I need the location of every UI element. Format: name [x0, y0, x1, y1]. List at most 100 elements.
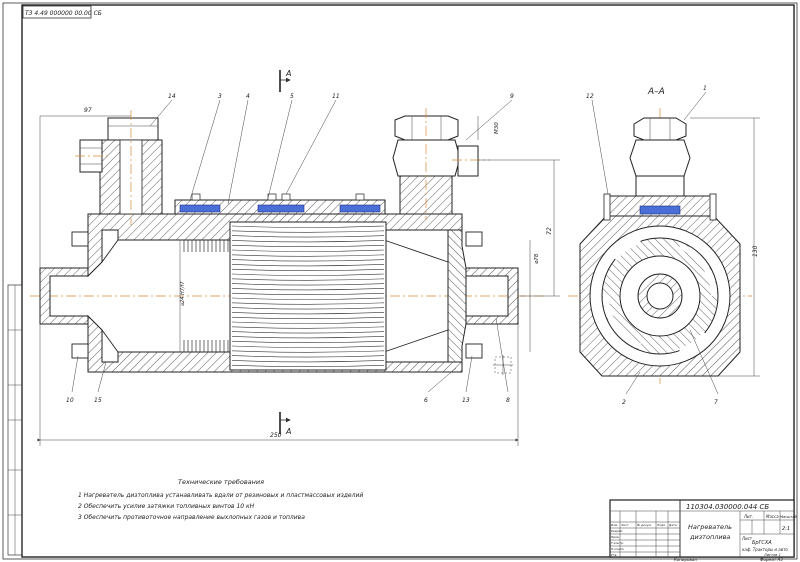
callout-12: 12	[586, 93, 594, 100]
core-fin	[231, 360, 385, 363]
role-tcontrol: Т.контр.	[611, 541, 624, 545]
core-fin	[231, 225, 385, 228]
gasket-1	[179, 204, 221, 213]
doc-number: 110304.030000.044 СБ	[686, 503, 769, 511]
note-2: 2 Обеспечить усилие затяжки топливных ви…	[78, 503, 255, 510]
core-fin	[231, 244, 385, 247]
front-dimensions: 250 97 72 М30 ⌀78 ⌀24 Н7/f7	[37, 107, 560, 446]
core-fin	[231, 278, 385, 281]
core-fin	[231, 336, 385, 339]
technical-notes: Технические требования 1 Нагреватель диз…	[78, 478, 363, 521]
product-name-line1: Нагреватель	[688, 523, 732, 531]
title-block: 110304.030000.044 СБ Нагреватель дизтопл…	[609, 499, 797, 558]
callout-10: 10	[66, 397, 74, 404]
copied-label: Копировал	[674, 557, 697, 562]
core-fin	[231, 312, 385, 315]
dim-diameter-mid: ⌀78	[534, 253, 540, 264]
side-bolts	[71, 231, 483, 359]
callout-14: 14	[168, 93, 176, 100]
org-line2: каф. Тракторы и авто	[742, 547, 788, 552]
callout-13: 13	[462, 397, 470, 404]
role-list: Лист	[620, 523, 629, 527]
left-fitting	[75, 110, 163, 225]
role-doc: № докум.	[636, 523, 652, 527]
inner-cone-left	[101, 239, 119, 353]
core-fin	[231, 254, 385, 257]
callout-2: 2	[622, 399, 626, 406]
core-fin	[231, 302, 385, 305]
role-date: Дата	[668, 523, 677, 527]
callout-15: 15	[94, 397, 102, 404]
core-fin	[231, 283, 385, 286]
stamp-text: ТЗ 4.49 000000 00.00 СБ	[25, 10, 102, 17]
role-check: Пров.	[611, 535, 620, 539]
core-fin	[231, 326, 385, 329]
section-mark-top: А	[285, 69, 291, 78]
dim-height-right: 130	[752, 245, 759, 257]
side-view: А–А 130	[568, 87, 760, 384]
core-fin	[231, 321, 385, 324]
callout-8: 8	[506, 397, 510, 404]
role-ncontrol: Н.контр.	[611, 547, 624, 551]
dim-overall-length: 250	[270, 432, 282, 439]
core-fin	[231, 288, 385, 291]
inner-cone-right	[383, 239, 449, 353]
callout-11: 11	[332, 93, 340, 100]
core-fin	[231, 235, 385, 238]
core-fin	[231, 292, 385, 295]
note-3: 3 Обеспечить противоточное направление в…	[78, 514, 305, 521]
callout-7: 7	[714, 399, 718, 406]
callout-5: 5	[290, 93, 294, 100]
wall-fins-top	[183, 240, 229, 252]
right-end-cap	[447, 229, 467, 363]
callout-numbers: 14 3 4 5 11 9 12 1 10 15 6 13 8 2 7	[66, 85, 718, 406]
format-label: Формат А3	[760, 557, 783, 562]
core-fin	[231, 355, 385, 358]
note-1: 1 Нагреватель дизтоплива устанавливать в…	[78, 492, 363, 499]
core-fin	[231, 364, 385, 367]
core-fin	[231, 350, 385, 353]
core-fin	[231, 268, 385, 271]
side-gasket	[639, 205, 681, 215]
dim-top-offset: 97	[84, 107, 92, 114]
dim-bore: М30	[494, 122, 500, 134]
sheet-label: Лист	[741, 536, 753, 541]
org-line1: БрГСХА	[752, 540, 772, 546]
callout-3: 3	[218, 93, 222, 100]
role-approve: Утв.	[611, 553, 617, 557]
core-fin	[231, 340, 385, 343]
right-fitting	[392, 108, 490, 220]
notes-heading: Технические требования	[178, 478, 264, 486]
core-fin	[231, 345, 385, 348]
sheets-label: Листов 1	[763, 553, 781, 557]
wall-fins-bottom	[183, 340, 229, 352]
scale-value: 2:1	[782, 526, 790, 532]
callout-9: 9	[510, 93, 514, 100]
section-title: А–А	[647, 87, 665, 97]
role-izm: Изм.	[611, 523, 618, 527]
left-margin-strip	[7, 284, 23, 556]
product-name-line2: дизтоплива	[689, 533, 730, 541]
core-fin	[231, 331, 385, 334]
dim-height-side: 72	[546, 227, 553, 235]
core-fin	[231, 316, 385, 319]
core-fin	[231, 297, 385, 300]
core-fin	[231, 307, 385, 310]
callout-4: 4	[246, 93, 250, 100]
gasket-2	[257, 204, 305, 213]
core-fin	[231, 240, 385, 243]
front-view: 250 97 72 М30 ⌀78 ⌀24 Н7/f7 А А	[30, 69, 560, 446]
dim-diameter-port: ⌀24 Н7/f7	[180, 281, 186, 306]
core-fins	[231, 225, 385, 367]
role-sign: Подп.	[657, 523, 666, 527]
core-fin	[231, 264, 385, 267]
core-fin	[231, 249, 385, 252]
cross-marker	[493, 355, 513, 375]
right-outlet-pipe	[465, 267, 519, 325]
top-left-stamp: ТЗ 4.49 000000 00.00 СБ	[22, 5, 102, 19]
callout-1: 1	[703, 85, 707, 92]
inner-frame	[21, 4, 795, 558]
stage-label: Лит.	[743, 514, 753, 519]
